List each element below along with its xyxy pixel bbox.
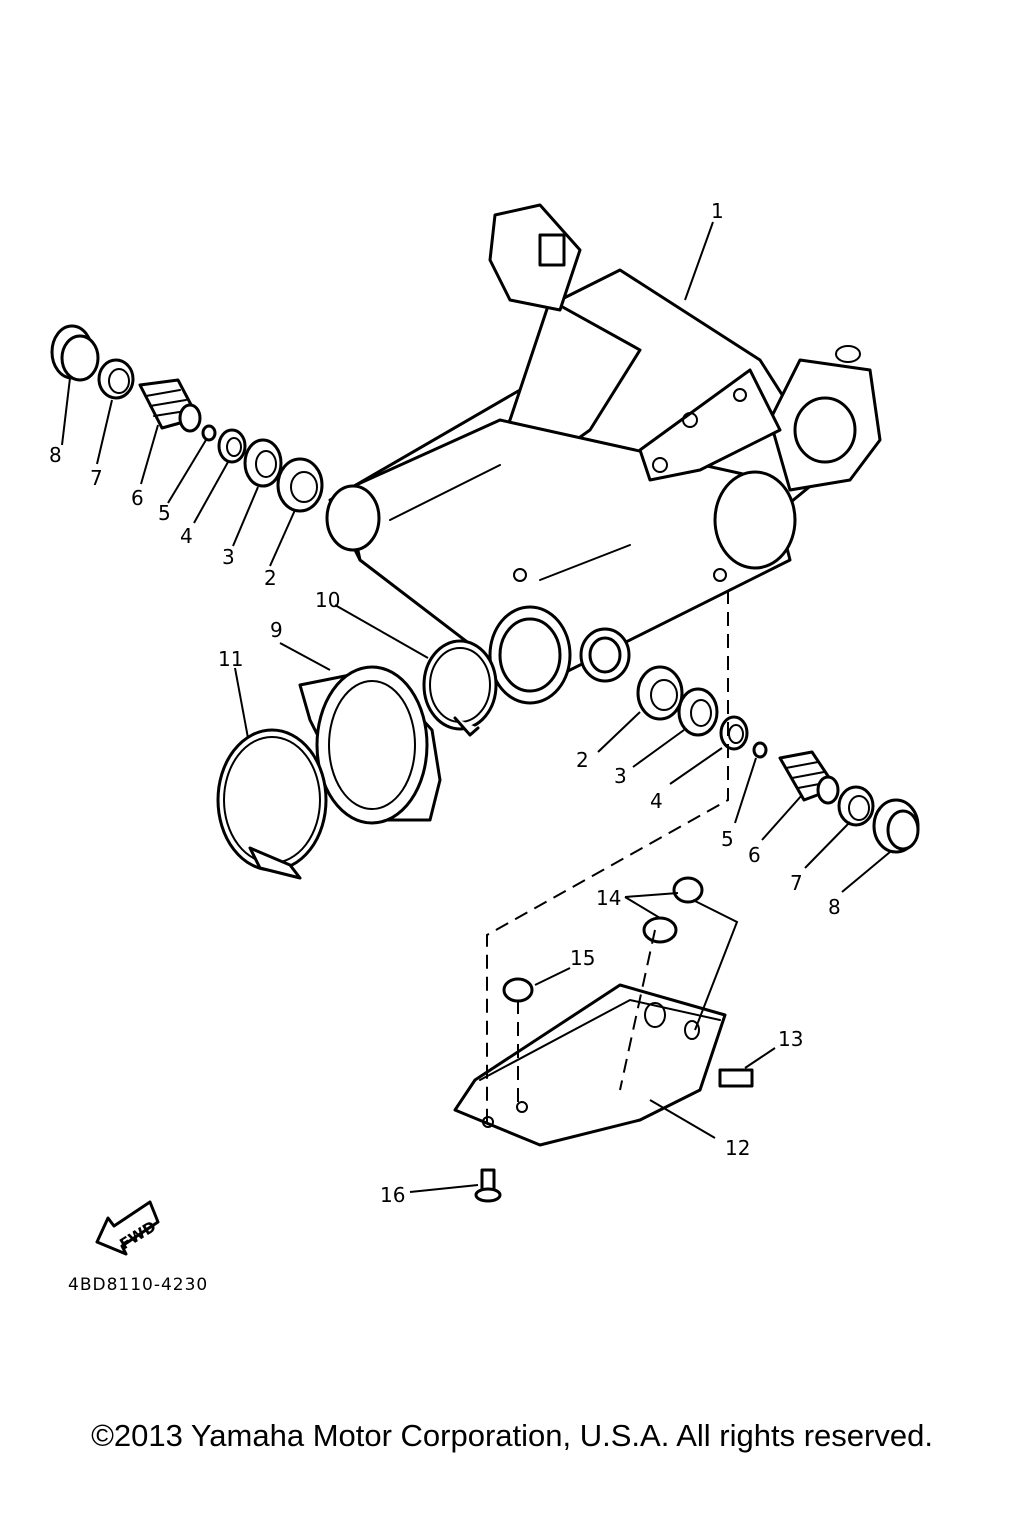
right-bearing-stack — [636, 665, 920, 854]
label-part-1: 1 — [711, 199, 724, 223]
boot-and-clamps — [216, 639, 498, 880]
label-part-7-right: 7 — [790, 871, 803, 895]
lower-cover-assembly — [453, 876, 754, 1203]
label-part-4-left: 4 — [180, 524, 193, 548]
label-part-10: 10 — [315, 588, 340, 612]
label-part-2-right: 2 — [576, 748, 589, 772]
label-part-7-left: 7 — [90, 466, 103, 490]
label-part-3-left: 3 — [222, 545, 235, 569]
label-part-9: 9 — [270, 618, 283, 642]
label-part-3-right: 3 — [614, 764, 627, 788]
label-part-6-left: 6 — [131, 486, 144, 510]
left-bearing-stack — [50, 324, 324, 513]
swingarm — [325, 203, 882, 705]
label-part-6-right: 6 — [748, 843, 761, 867]
part-number-labels: 1 8 7 6 5 4 3 2 10 9 11 2 3 4 5 6 7 8 14… — [49, 199, 841, 1207]
label-part-15: 15 — [570, 946, 595, 970]
copyright-notice: ©2013 Yamaha Motor Corporation, U.S.A. A… — [91, 1418, 933, 1453]
label-part-11: 11 — [218, 647, 243, 671]
fwd-arrow-icon: FWD — [95, 1200, 160, 1256]
label-part-8-right: 8 — [828, 895, 841, 919]
label-part-2-left: 2 — [264, 566, 277, 590]
leader-lines — [61, 221, 891, 1193]
label-part-14: 14 — [596, 886, 621, 910]
label-part-16: 16 — [380, 1183, 405, 1207]
label-part-12: 12 — [725, 1136, 750, 1160]
alignment-lines — [486, 590, 729, 1125]
label-part-5-right: 5 — [721, 827, 734, 851]
label-part-4-right: 4 — [650, 789, 663, 813]
label-part-13: 13 — [778, 1027, 803, 1051]
drawing-code: 4BD8110-4230 — [68, 1275, 208, 1295]
label-part-8-left: 8 — [49, 443, 62, 467]
label-part-5-left: 5 — [158, 501, 171, 525]
